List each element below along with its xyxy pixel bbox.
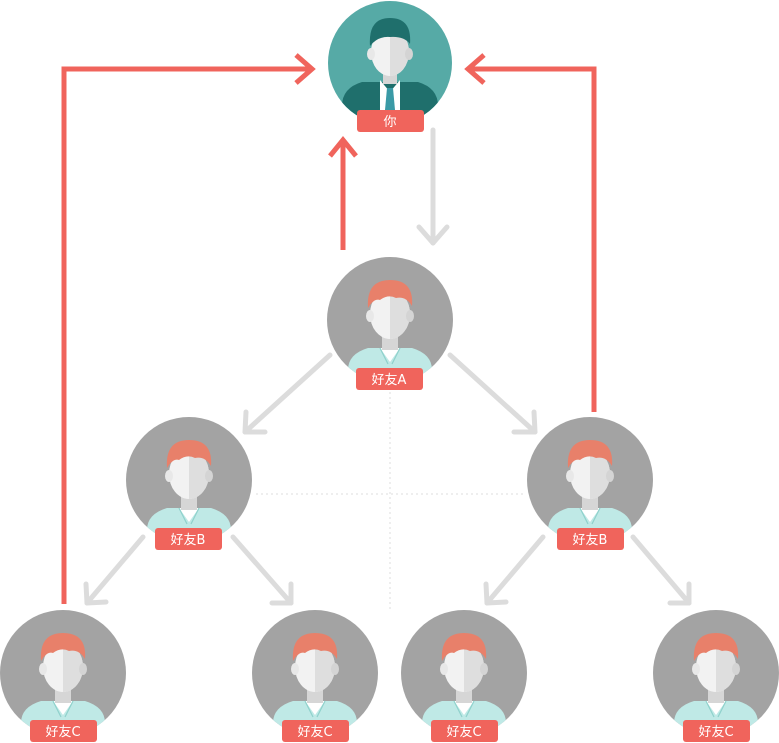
node-friend-b-left: 好友B bbox=[126, 417, 252, 550]
badge bbox=[431, 720, 498, 742]
node-label: 好友B bbox=[573, 532, 608, 548]
arrow-bl-to-c2 bbox=[230, 534, 294, 606]
node-label: 好友C bbox=[698, 724, 733, 740]
badge bbox=[356, 368, 423, 390]
node-label: 好友C bbox=[297, 724, 332, 740]
node-friend-b-right: 好友B bbox=[527, 417, 653, 550]
node-friend-c-4: 好友C bbox=[653, 610, 779, 742]
node-label: 好友B bbox=[171, 532, 206, 548]
arrow-bl-to-c1 bbox=[83, 534, 146, 606]
arrow-a-to-b-right bbox=[447, 352, 538, 435]
arrow-a-to-b-left bbox=[242, 352, 333, 435]
dotted-guides bbox=[256, 392, 524, 610]
node-friend-c-3: 好友C bbox=[401, 610, 527, 742]
arrow-br-to-you bbox=[464, 53, 597, 412]
node-friend-a: 好友A bbox=[327, 257, 453, 390]
badge bbox=[155, 528, 222, 550]
badge bbox=[557, 528, 624, 550]
node-friend-c-1: 好友C bbox=[0, 610, 126, 742]
node-label: 好友C bbox=[446, 724, 481, 740]
badge bbox=[30, 720, 97, 742]
grey-arrows bbox=[83, 127, 692, 606]
red-arrows bbox=[61, 53, 597, 604]
node-friend-c-2: 好友C bbox=[252, 610, 378, 742]
arrow-br-to-c4 bbox=[630, 534, 692, 606]
node-label: 好友C bbox=[45, 724, 80, 740]
badge bbox=[357, 110, 424, 132]
node-label: 你 bbox=[383, 115, 396, 130]
arrow-friend-a-to-you bbox=[328, 136, 358, 250]
arrow-you-to-friend-a bbox=[416, 127, 450, 246]
node-you: 你 bbox=[328, 1, 452, 132]
badge bbox=[683, 720, 750, 742]
badge bbox=[282, 720, 349, 742]
arrow-br-to-c3 bbox=[483, 534, 546, 606]
arrow-c1-to-you bbox=[61, 53, 316, 604]
node-label: 好友A bbox=[372, 372, 407, 388]
